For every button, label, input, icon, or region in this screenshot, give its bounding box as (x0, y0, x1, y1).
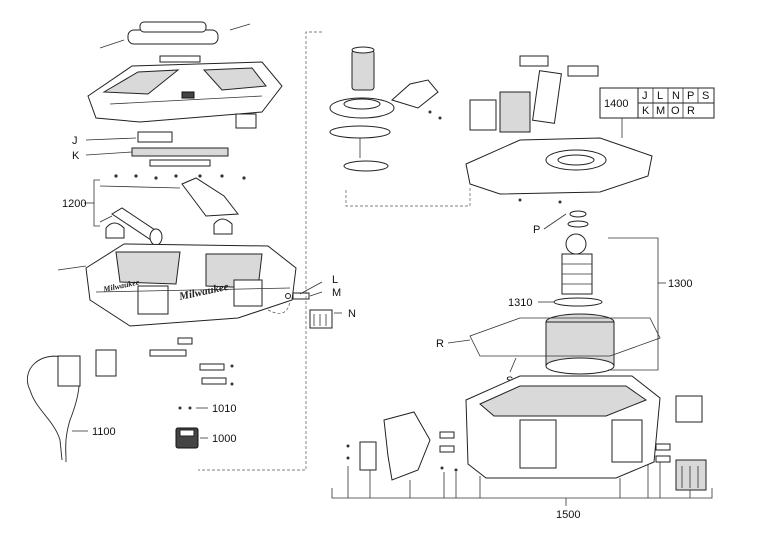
kit-r: R (687, 105, 695, 117)
kit-l: L (657, 90, 663, 102)
label-m: M (332, 287, 341, 299)
label-1310: 1310 (508, 297, 532, 309)
kit-k: K (642, 105, 650, 117)
kit-s: S (702, 90, 709, 102)
label-1100: 1100 (92, 426, 116, 438)
kit-o: O (671, 105, 680, 117)
handle-assembly (99, 21, 251, 63)
switch-1000 (175, 427, 199, 449)
tank-1500 (465, 375, 707, 491)
hose-1100 (27, 349, 117, 463)
nozzle-set (105, 177, 239, 246)
lid-base-1400 (428, 55, 653, 204)
kit-table: 1400 J L N P S K M O R (599, 87, 715, 138)
filter-assembly-1300 (469, 210, 661, 375)
label-l: L (332, 274, 338, 286)
kit-m: M (656, 105, 665, 117)
assembly-path (198, 31, 322, 471)
label-r: R (436, 338, 444, 350)
kit-j: J (642, 90, 648, 102)
label-n: N (348, 308, 356, 320)
label-k: K (72, 150, 80, 162)
label-1000: 1000 (212, 433, 236, 445)
label-1300: 1300 (668, 278, 692, 290)
small-brackets (149, 337, 234, 386)
label-j: J (72, 135, 78, 147)
label-1400: 1400 (604, 98, 628, 110)
top-lid (87, 61, 283, 123)
label-1200: 1200 (62, 198, 86, 210)
lmn-parts (285, 292, 333, 329)
kit-p: P (687, 90, 694, 102)
label-p: P (533, 224, 540, 236)
screw-row-top (114, 174, 246, 180)
tank-accessories (346, 411, 671, 481)
label-1010: 1010 (212, 403, 236, 415)
switch-screws (178, 406, 192, 410)
upper-housing (85, 243, 297, 327)
motor-assembly (329, 46, 439, 172)
latch-parts (131, 113, 257, 167)
label-1500: 1500 (556, 509, 580, 521)
kit-n: N (672, 90, 680, 102)
